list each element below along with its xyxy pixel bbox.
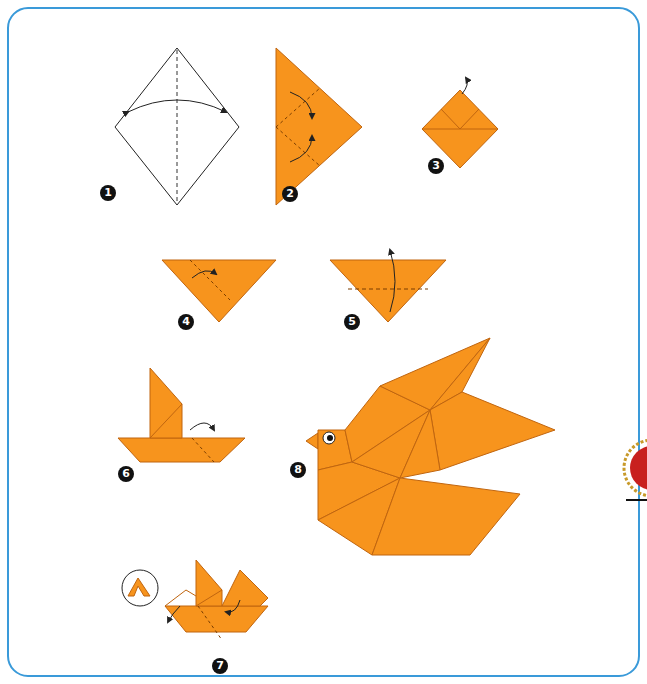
logo	[624, 440, 647, 500]
frame	[8, 8, 639, 676]
callout-number: 5	[344, 314, 360, 330]
callout-number: 4	[178, 314, 194, 330]
callout-number: 7	[212, 658, 228, 674]
callout-number: 6	[118, 466, 134, 482]
callout-number: 1	[100, 185, 116, 201]
callout-number: 3	[428, 158, 444, 174]
callout-number: 2	[282, 186, 298, 202]
callout-number: 8	[290, 462, 306, 478]
